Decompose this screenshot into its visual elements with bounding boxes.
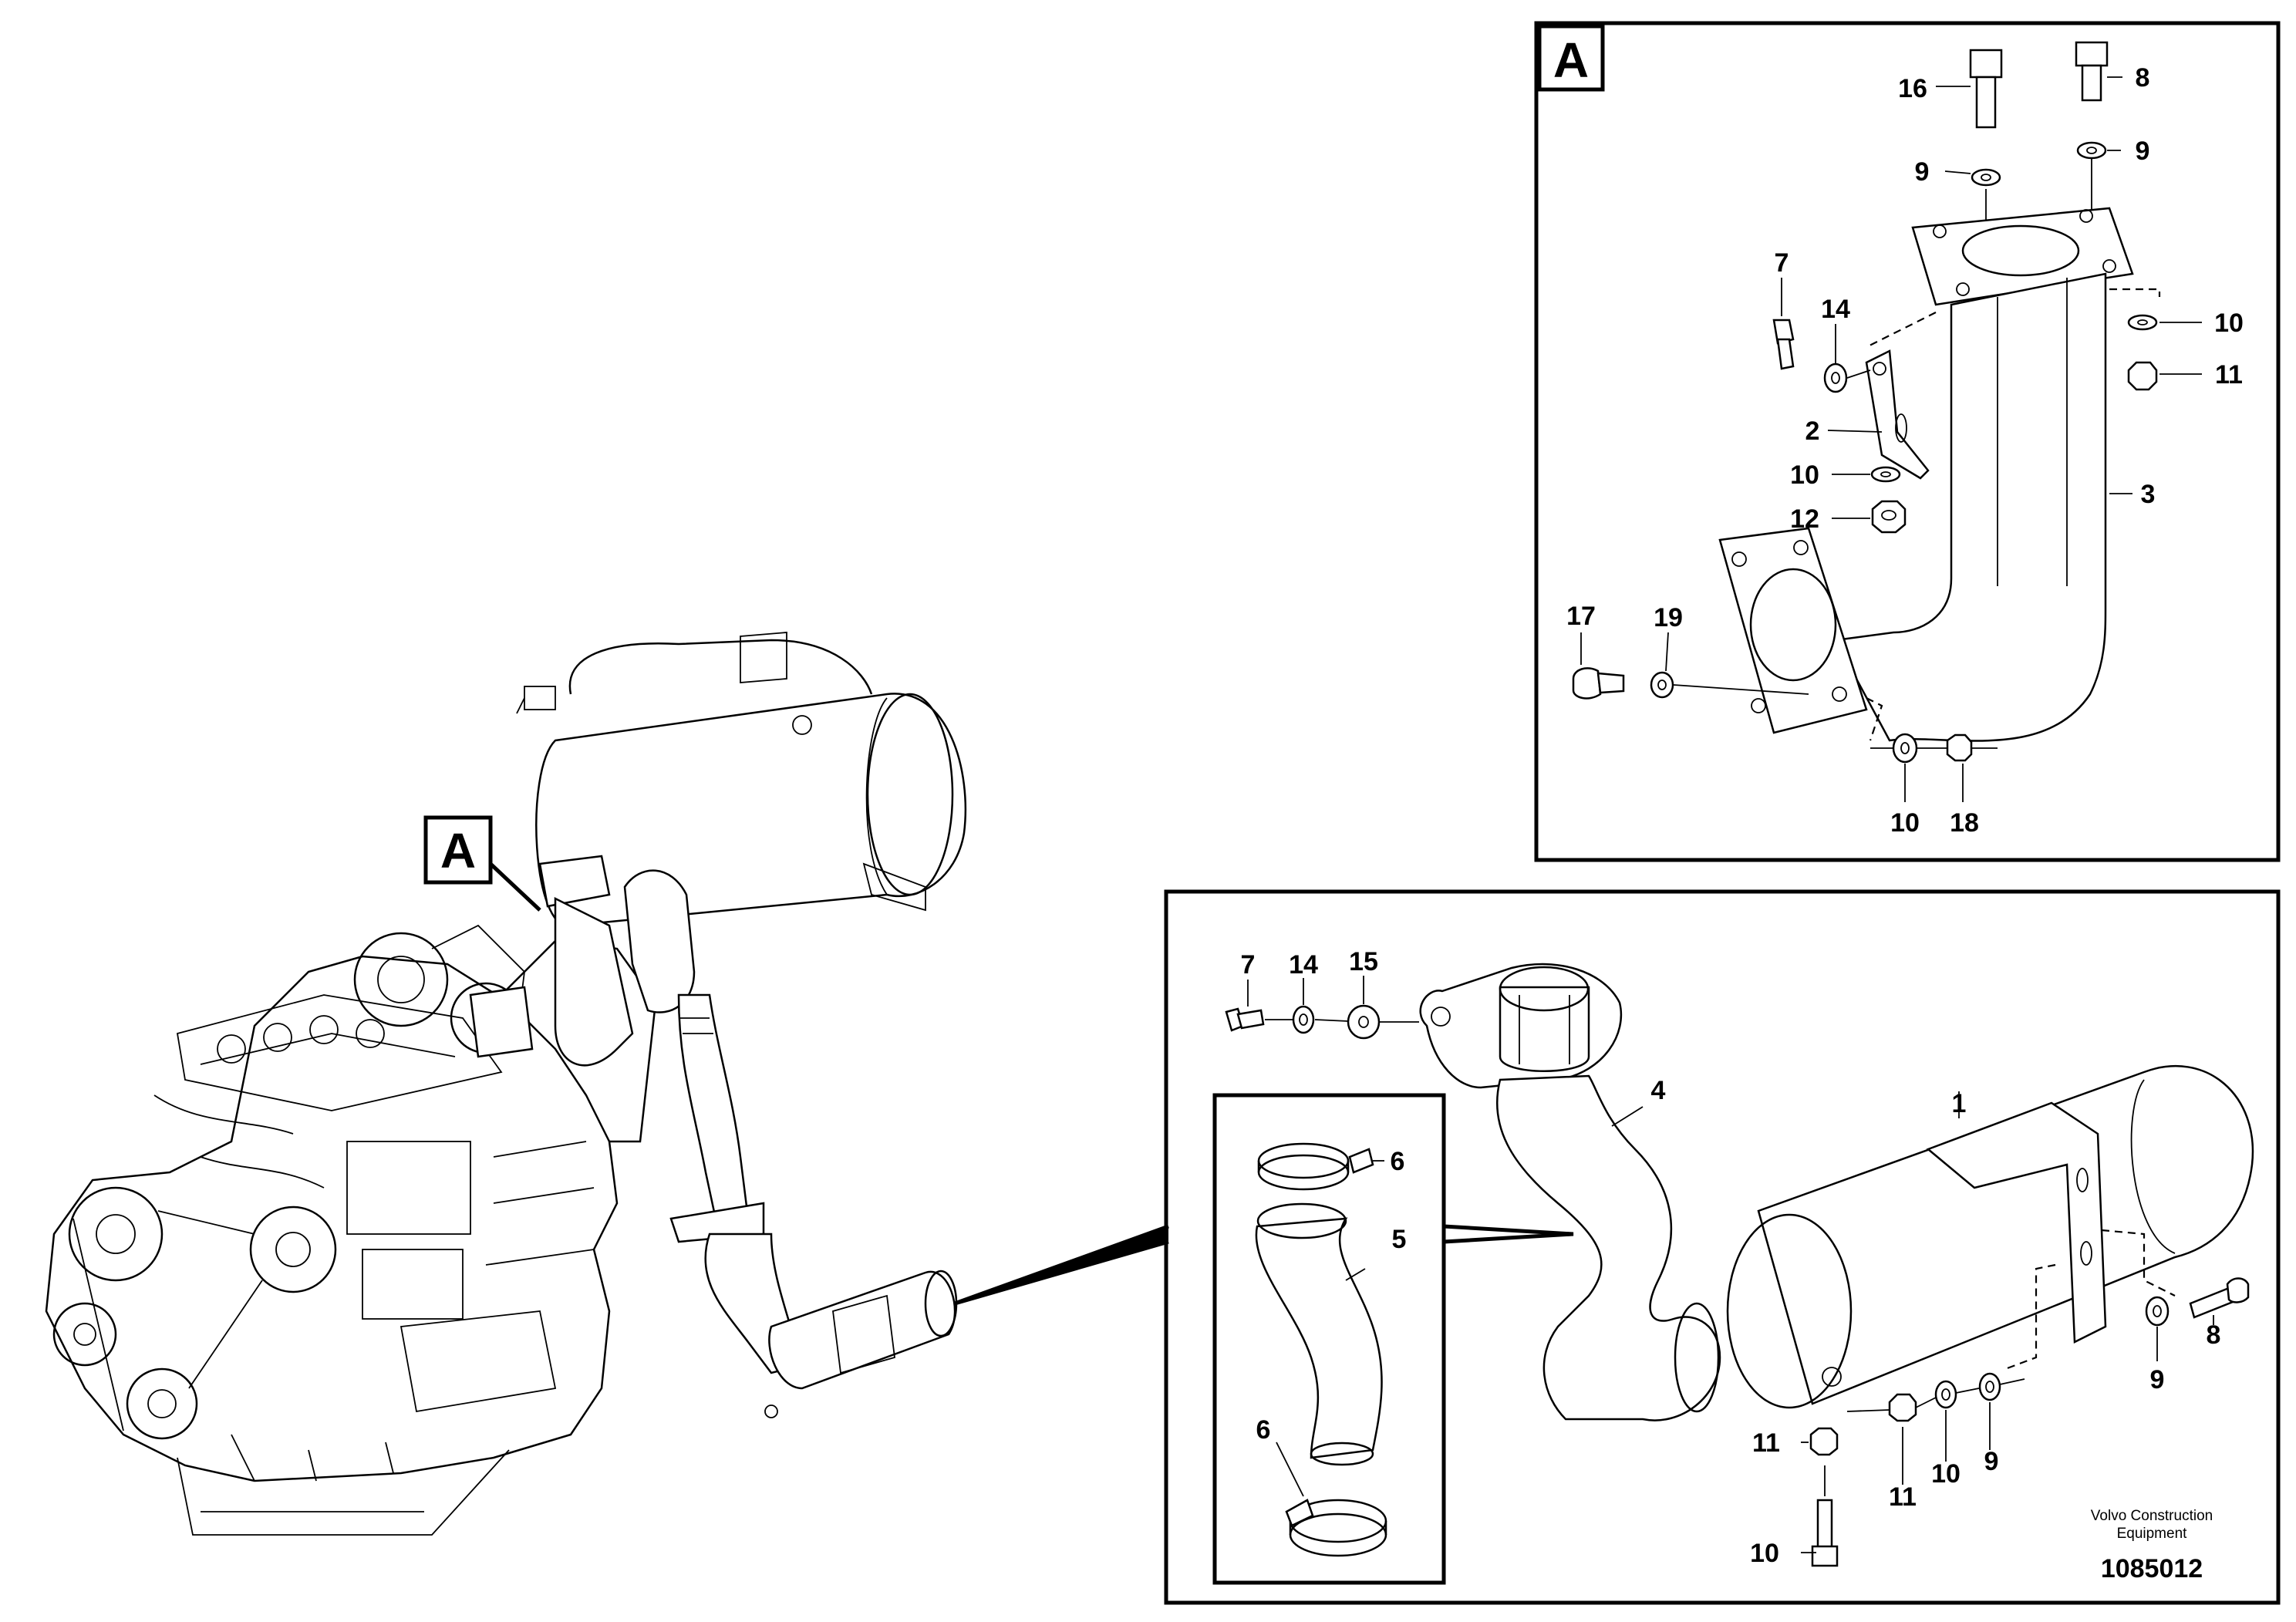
main-label-10: 10 xyxy=(1931,1459,1961,1489)
exhaust-pipe-3-installed xyxy=(469,855,696,1067)
callout-a-marker: A xyxy=(423,815,541,912)
drawing-number: 1085012 xyxy=(2101,1554,2203,1583)
detail-a-label-17: 17 xyxy=(1566,602,1596,631)
detail-a-title: A xyxy=(1553,32,1589,88)
detail-a-label-19: 19 xyxy=(1654,603,1683,632)
main-label-6-top: 6 xyxy=(1391,1147,1405,1176)
main-label-11-left: 11 xyxy=(1752,1428,1780,1458)
detail-a-label-9-right: 9 xyxy=(2136,137,2150,166)
detail-a-label-8: 8 xyxy=(2136,63,2150,93)
company-line-2: Equipment xyxy=(2117,1526,2188,1542)
main-label-15: 15 xyxy=(1349,947,1378,976)
main-label-9: 9 xyxy=(1984,1447,1999,1476)
main-label-4: 4 xyxy=(1651,1076,1666,1105)
main-label-5: 5 xyxy=(1392,1225,1407,1254)
detail-a-label-2: 2 xyxy=(1805,416,1820,446)
main-label-7: 7 xyxy=(1241,950,1256,980)
detail-a-label-10-bottom: 10 xyxy=(1890,808,1920,838)
detail-a-label-11: 11 xyxy=(2215,360,2243,389)
detail-a-label-12: 12 xyxy=(1790,504,1819,534)
main-label-13: 10 xyxy=(1750,1539,1779,1568)
main-label-11: 11 xyxy=(1889,1482,1917,1512)
exhaust-flex-pipe-installed xyxy=(669,993,958,1418)
main-label-6-bottom: 6 xyxy=(1256,1415,1271,1445)
detail-a-label-16: 16 xyxy=(1898,74,1927,103)
main-label-8: 8 xyxy=(2207,1320,2221,1350)
main-label-9-right: 9 xyxy=(2150,1365,2165,1394)
detail-main-panel: 7 14 15 4 1 6 5 6 8 9 11 10 9 11 10 Volv… xyxy=(1164,889,2281,1605)
detail-a-label-10: 10 xyxy=(2214,309,2244,338)
main-label-14: 14 xyxy=(1289,950,1318,980)
detail-a-label-9: 9 xyxy=(1915,157,1930,187)
detail-a-label-3: 3 xyxy=(2141,480,2156,509)
detail-a-label-7: 7 xyxy=(1775,248,1789,278)
detail-a-label-14: 14 xyxy=(1821,295,1850,324)
company-line-1: Volvo Construction xyxy=(2091,1508,2213,1524)
detail-a-label-18: 18 xyxy=(1950,808,1979,838)
detail-a-panel: A xyxy=(1534,21,2281,862)
aftertreatment-illustration xyxy=(516,632,967,927)
detail-leader xyxy=(954,1224,1169,1306)
detail-a-label-10-mid: 10 xyxy=(1790,460,1819,490)
main-label-1: 1 xyxy=(1952,1089,1967,1118)
callout-a-label: A xyxy=(440,823,476,878)
